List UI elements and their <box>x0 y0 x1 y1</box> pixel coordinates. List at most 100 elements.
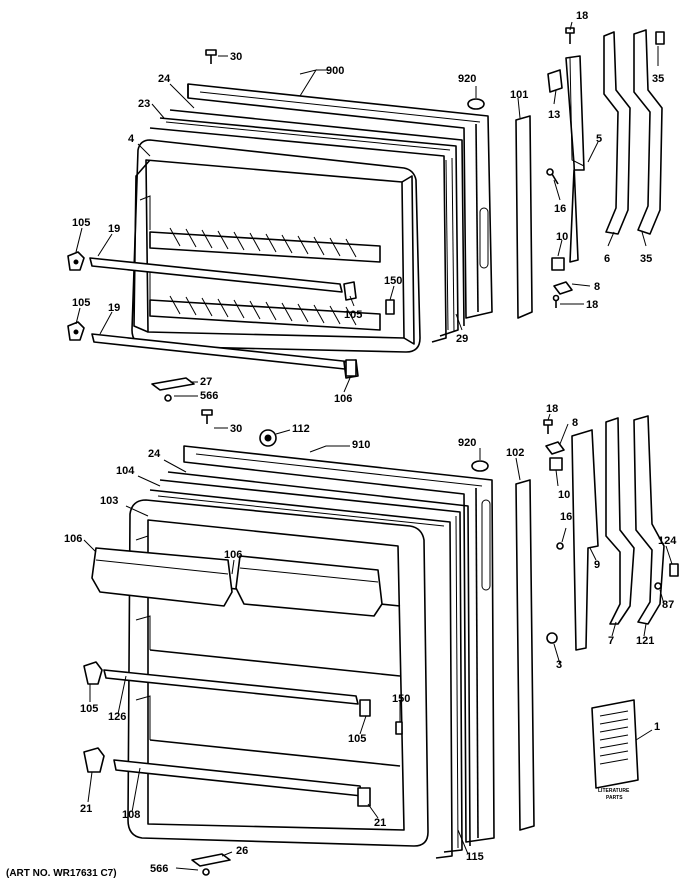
callout-label: 920 <box>458 73 476 85</box>
callout-label: 1 <box>654 721 660 733</box>
screw-icon <box>546 168 559 185</box>
fresh-food-door-liner <box>127 499 429 847</box>
callout-label: 19 <box>108 302 120 314</box>
callout-label: 24 <box>148 448 161 460</box>
button-icon <box>467 98 485 110</box>
screw-icon <box>164 394 172 402</box>
hinge-bracket-35 <box>633 29 663 235</box>
door-stop-icon <box>549 457 563 471</box>
freezer-door-liner <box>131 139 421 353</box>
callout-label: 27 <box>200 376 212 388</box>
callout-label: 124 <box>658 535 677 547</box>
callout-label: 30 <box>230 423 242 435</box>
button-icon <box>471 460 489 472</box>
plate-27 <box>151 377 195 391</box>
screw-icon <box>556 542 564 550</box>
plate-26 <box>191 853 231 867</box>
callout-label: 566 <box>150 863 168 875</box>
callout-label: 19 <box>108 223 120 235</box>
art-number: (ART NO. WR17631 C7) <box>6 868 117 879</box>
bracket-105-lower <box>359 699 371 717</box>
callout-label: 105 <box>80 703 98 715</box>
screw-icon <box>543 419 553 434</box>
screw-icon <box>202 868 210 876</box>
callout-label: 18 <box>546 403 558 415</box>
door-stop-icon <box>551 257 565 271</box>
callout-label: 103 <box>100 495 118 507</box>
callout-label: 910 <box>352 439 370 451</box>
callout-label: 8 <box>572 417 578 429</box>
callout-label: 9 <box>594 559 600 571</box>
screw-icon <box>654 582 662 590</box>
shelf-rail-126 <box>103 669 359 705</box>
handle-bar-9 <box>571 429 599 651</box>
callout-label: 121 <box>636 635 654 647</box>
literature-label-line1: LITERATURE <box>598 788 630 794</box>
door-gasket-upper <box>149 109 465 343</box>
trim-strip-101 <box>515 115 533 319</box>
cap-3 <box>546 632 558 644</box>
callout-label: 150 <box>392 693 410 705</box>
clip-8 <box>553 281 573 295</box>
leader-lines <box>75 21 673 871</box>
hinge-icon <box>67 251 85 271</box>
callout-label: 21 <box>80 803 92 815</box>
callout-label: 108 <box>122 809 140 821</box>
callout-label: 13 <box>548 109 560 121</box>
callout-label: 101 <box>510 89 528 101</box>
callout-label: 18 <box>576 10 588 22</box>
hinge-icon <box>67 321 85 341</box>
callout-label: 566 <box>200 390 218 402</box>
bracket-150-upper <box>385 299 395 315</box>
literature-booklet-icon <box>591 699 639 789</box>
callout-label: 35 <box>640 253 652 265</box>
clip-8-lower <box>545 441 565 455</box>
hinge-bracket-121 <box>633 415 665 625</box>
callout-label: 106 <box>334 393 352 405</box>
callout-label: 106 <box>64 533 82 545</box>
screw-icon <box>205 49 217 64</box>
bracket-21-lower <box>357 787 371 807</box>
hinge-icon <box>83 747 105 773</box>
screw-icon <box>201 409 213 424</box>
outer-door-panel-910 <box>183 445 495 843</box>
dairy-bin-right <box>235 555 383 617</box>
callout-label: 16 <box>560 511 572 523</box>
callout-label: 4 <box>128 133 135 145</box>
callout-label: 6 <box>604 253 610 265</box>
callout-labels: 18 30 24 900 920 101 35 23 13 4 5 16 105… <box>6 10 677 879</box>
callout-label: 150 <box>384 275 402 287</box>
screw-icon <box>565 27 575 44</box>
callout-label: 16 <box>554 203 566 215</box>
callout-label: 112 <box>292 423 310 435</box>
dairy-bin-left <box>91 547 233 607</box>
callout-label: 18 <box>586 299 598 311</box>
callout-label: 105 <box>348 733 366 745</box>
callout-label: 920 <box>458 437 476 449</box>
shelf-rail-19-upper <box>89 257 343 293</box>
callout-label: 30 <box>230 51 242 63</box>
callout-label: 24 <box>158 73 171 85</box>
callout-label: 105 <box>344 309 362 321</box>
callout-label: 7 <box>608 635 614 647</box>
callout-label: 102 <box>506 447 524 459</box>
fresh-food-door-assembly <box>83 409 679 876</box>
callout-label: 126 <box>108 711 126 723</box>
callout-label: 105 <box>72 297 90 309</box>
handle-13 <box>547 69 563 93</box>
hinge-bracket-7 <box>605 417 635 625</box>
callout-label: 106 <box>224 549 242 561</box>
outer-door-panel-900 <box>187 83 493 319</box>
screw-icon <box>552 294 560 308</box>
callout-label: 26 <box>236 845 248 857</box>
callout-label: 5 <box>596 133 602 145</box>
freezer-door-assembly <box>67 27 665 402</box>
callout-label: 87 <box>662 599 674 611</box>
hinge-icon <box>343 281 357 301</box>
hinge-icon <box>83 661 103 685</box>
door-gasket-lower <box>149 471 471 859</box>
bracket-106-upper <box>345 359 357 377</box>
callout-label: 10 <box>556 231 568 243</box>
callout-label: 23 <box>138 98 150 110</box>
